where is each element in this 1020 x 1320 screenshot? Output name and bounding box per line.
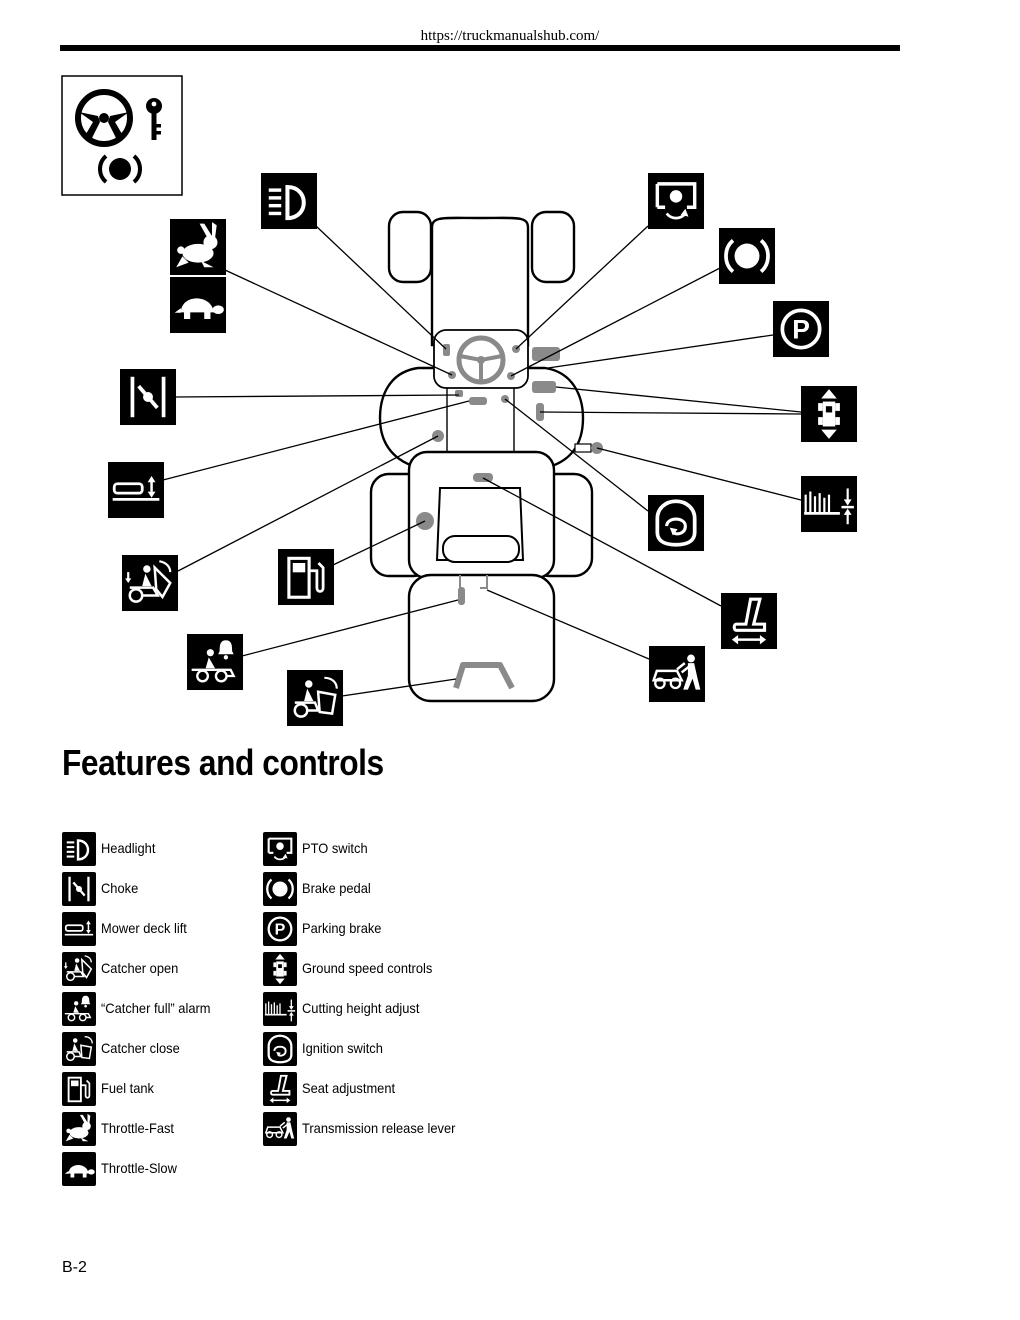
catcher-open-icon bbox=[122, 555, 179, 612]
transmission-release-icon bbox=[263, 1112, 297, 1146]
pto-switch-icon bbox=[648, 173, 705, 230]
legend-label: Ignition switch bbox=[302, 1040, 383, 1056]
catcher-open-icon bbox=[62, 952, 96, 986]
cutting-height-icon bbox=[801, 476, 858, 533]
legend-label: Throttle-Fast bbox=[101, 1120, 175, 1136]
legend-label: Catcher open bbox=[101, 960, 179, 976]
transmission-release-icon bbox=[649, 646, 706, 703]
legend-label: Catcher close bbox=[101, 1040, 180, 1056]
brake-pedal-icon bbox=[263, 872, 297, 906]
page-title: Features and controls bbox=[62, 742, 384, 783]
mower-deck-lift-icon bbox=[108, 462, 165, 519]
legend-label: Mower deck lift bbox=[101, 920, 187, 936]
legend-label: “Catcher full” alarm bbox=[101, 1000, 211, 1016]
legend-label: Headlight bbox=[101, 840, 156, 856]
legend-label: Choke bbox=[101, 880, 139, 896]
catcher-full-alarm-icon bbox=[187, 634, 244, 691]
legend-label: Throttle-Slow bbox=[101, 1160, 177, 1176]
rabbit-icon bbox=[170, 219, 227, 276]
catcher-full-alarm-icon bbox=[62, 992, 96, 1026]
legend-label: Brake pedal bbox=[302, 880, 371, 896]
choke-icon bbox=[62, 872, 96, 906]
fuel-tank-icon bbox=[62, 1072, 96, 1106]
source-url[interactable]: https://truckmanualshub.com/ bbox=[420, 28, 600, 44]
fuel-tank-icon bbox=[278, 549, 335, 606]
cutting-height-icon bbox=[263, 992, 297, 1026]
choke-icon bbox=[120, 369, 177, 426]
legend-label: Cutting height adjust bbox=[302, 1000, 420, 1016]
seat-adjust-icon bbox=[721, 593, 778, 650]
parking-brake-icon bbox=[263, 912, 297, 946]
legend-label: Transmission release lever bbox=[302, 1120, 456, 1136]
tractor-controls-diagram: P bbox=[61, 75, 858, 727]
legend-label: Ground speed controls bbox=[302, 960, 433, 976]
tractor-outline bbox=[369, 210, 594, 703]
legend-label: Parking brake bbox=[302, 920, 382, 936]
steering-key-box bbox=[61, 75, 183, 196]
header-rule bbox=[60, 45, 900, 51]
brake-pedal-icon bbox=[719, 228, 776, 285]
ground-speed-icon bbox=[801, 386, 858, 443]
parking-brake-icon bbox=[773, 301, 830, 358]
ignition-switch-icon bbox=[648, 495, 705, 552]
ground-speed-icon bbox=[263, 952, 297, 986]
catcher-close-icon bbox=[62, 1032, 96, 1066]
rabbit-icon bbox=[62, 1112, 96, 1146]
leader-lines bbox=[162, 225, 802, 697]
legend-label: Seat adjustment bbox=[302, 1080, 396, 1096]
legend-label: Fuel tank bbox=[101, 1080, 154, 1096]
turtle-icon bbox=[170, 277, 227, 334]
catcher-close-icon bbox=[287, 670, 344, 727]
headlight-icon bbox=[62, 832, 96, 866]
legend-label: PTO switch bbox=[302, 840, 368, 856]
steering-wheel bbox=[456, 335, 506, 385]
turtle-icon bbox=[62, 1152, 96, 1186]
seat-adjust-icon bbox=[263, 1072, 297, 1106]
ignition-switch-icon bbox=[263, 1032, 297, 1066]
pto-switch-icon bbox=[263, 832, 297, 866]
page-number: B-2 bbox=[62, 1259, 87, 1276]
headlight-icon bbox=[261, 173, 318, 230]
mower-deck-lift-icon bbox=[62, 912, 96, 946]
